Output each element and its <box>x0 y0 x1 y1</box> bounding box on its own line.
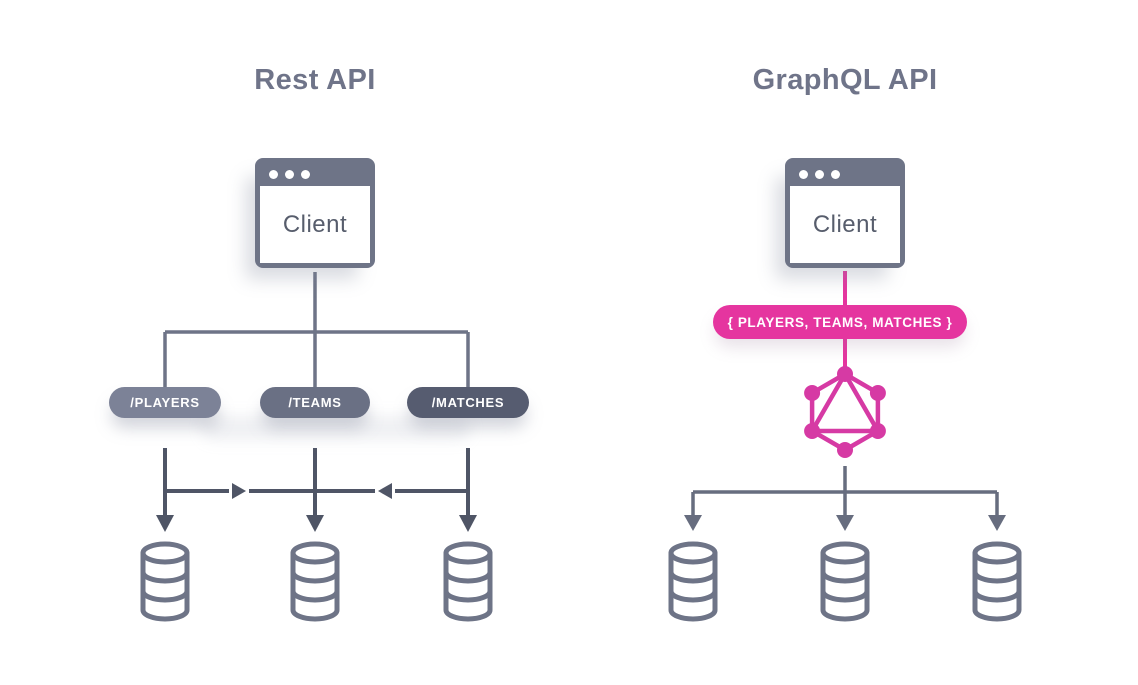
window-control-dot <box>799 170 808 179</box>
arrow-down-icon <box>988 515 1006 531</box>
graphql-branch-lines <box>684 466 1006 531</box>
graphql-logo-icon <box>804 366 886 458</box>
database-icon <box>290 541 340 622</box>
rest-client-window: Client <box>255 158 375 268</box>
arrow-down-icon <box>836 515 854 531</box>
browser-window-titlebar <box>790 163 900 186</box>
graphql-query-pill: { PLAYERS, TEAMS, MATCHES } <box>713 305 967 339</box>
graphql-client-window: Client <box>785 158 905 268</box>
database-icon <box>972 541 1022 622</box>
arrow-right-icon <box>232 483 246 499</box>
rest-db-arrows <box>156 448 477 532</box>
graphql-api-title: GraphQL API <box>752 64 938 96</box>
window-control-dot <box>285 170 294 179</box>
rest-branch-lines <box>163 272 470 388</box>
database-icon <box>820 541 870 622</box>
window-control-dot <box>269 170 278 179</box>
arrow-left-icon <box>378 483 392 499</box>
arrow-down-icon <box>306 515 324 532</box>
database-icon <box>140 541 190 622</box>
endpoint-pill-teams: /TEAMS <box>260 387 370 418</box>
arrow-down-icon <box>684 515 702 531</box>
window-control-dot <box>815 170 824 179</box>
rest-api-title: Rest API <box>254 64 376 96</box>
rest-client-label: Client <box>260 186 370 263</box>
arrow-down-icon <box>156 515 174 532</box>
arrow-down-icon <box>459 515 477 532</box>
database-icon <box>443 541 493 622</box>
window-control-dot <box>301 170 310 179</box>
endpoint-pill-players: /PLAYERS <box>109 387 221 418</box>
database-icon <box>668 541 718 622</box>
pill-shadow <box>202 416 470 440</box>
browser-window-titlebar <box>260 163 370 186</box>
endpoint-pill-matches: /MATCHES <box>407 387 529 418</box>
graphql-client-label: Client <box>790 186 900 263</box>
window-control-dot <box>831 170 840 179</box>
